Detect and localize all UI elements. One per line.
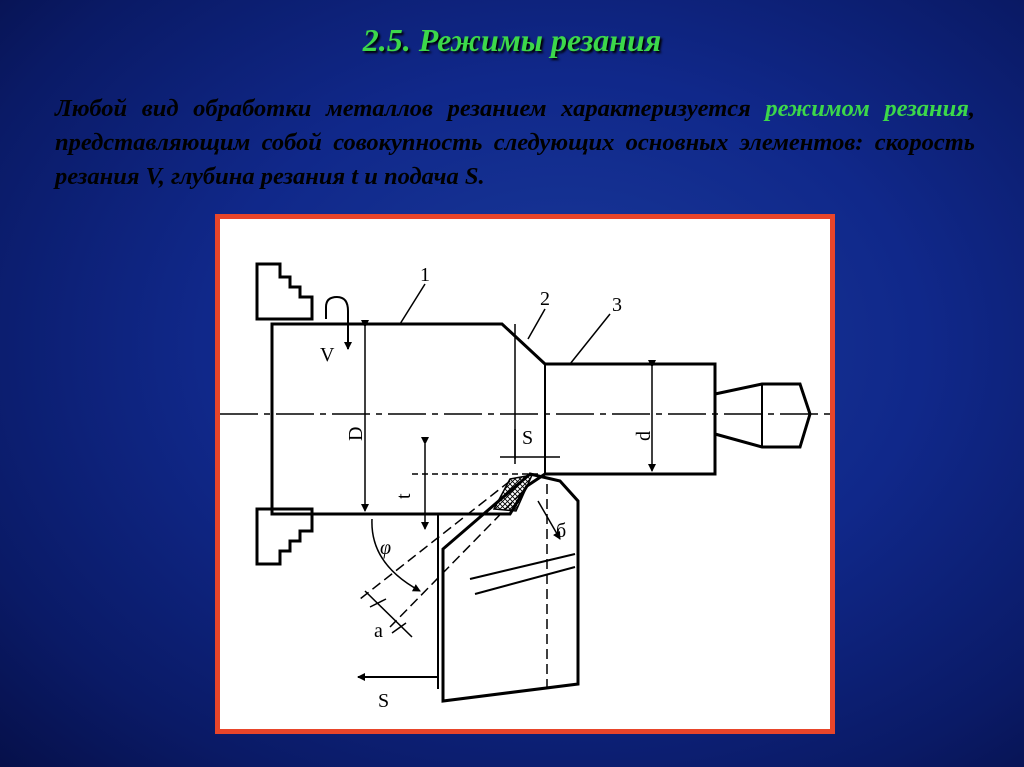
dim-a-tick-1 (369, 598, 387, 608)
label-V: V (320, 344, 335, 366)
dim-a-line (364, 590, 413, 638)
slide-body-text: Любой вид обработки металлов резанием ха… (55, 92, 975, 194)
dim-b-line (537, 500, 561, 540)
label-1: 1 (420, 264, 430, 286)
cutter-body (441, 472, 580, 703)
label-S-bottom: S (378, 690, 389, 712)
label-D: D (345, 427, 367, 441)
rotation-arrow (325, 295, 352, 350)
chip-section (492, 474, 534, 512)
label-d: d (633, 431, 655, 441)
body-text-part2: , представляющим собой совокупность след… (55, 95, 975, 190)
cutter-edge-2 (474, 566, 576, 595)
label-phi: φ (380, 537, 391, 559)
leader-2 (527, 308, 546, 340)
workpiece-outline (270, 322, 717, 516)
body-text-part1: Любой вид обработки металлов резанием ха… (55, 95, 766, 122)
dashed-path-1 (359, 480, 511, 600)
body-text-highlight: режимом резания (765, 95, 969, 122)
chuck-jaw-top (255, 262, 314, 321)
leader-1 (399, 283, 426, 325)
cutting-diagram-frame: V D d 1 2 3 S t φ б (215, 214, 835, 734)
cutter-edge-1 (469, 553, 576, 580)
label-a: a (374, 620, 383, 642)
label-b: б (556, 520, 566, 542)
label-2: 2 (540, 288, 550, 310)
leader-3 (569, 313, 611, 365)
cutting-diagram: V D d 1 2 3 S t φ б (220, 262, 830, 712)
label-S-top: S (522, 427, 533, 449)
phi-arc (371, 518, 421, 592)
dim-a-tick-2 (391, 622, 407, 634)
dashed-path-2 (389, 480, 534, 628)
label-3: 3 (612, 294, 622, 316)
slide-title: 2.5. Режимы резания (362, 22, 662, 58)
label-t: t (393, 493, 415, 499)
chuck-jaw-bottom (255, 507, 314, 566)
